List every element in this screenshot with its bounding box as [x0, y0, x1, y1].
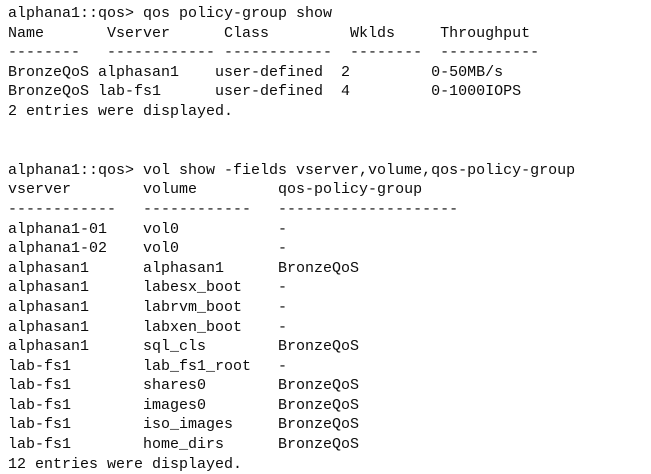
table-row: alphasan1 sql_cls BronzeQoS	[8, 338, 360, 356]
table-row: alphasan1 labesx_boot -	[8, 279, 288, 297]
table-row: lab-fs1 iso_images BronzeQoS	[8, 416, 360, 434]
table-row: lab-fs1 lab_fs1_root -	[8, 357, 288, 375]
table-row: alphasan1 labxen_boot -	[8, 318, 288, 336]
table-row: lab-fs1 images0 BronzeQoS	[8, 396, 360, 414]
command-line-vol-show-fields: alphana1::qos> vol show -fields vserver,…	[8, 161, 576, 179]
blank-line	[8, 141, 651, 161]
table-row: alphasan1 alphasan1 BronzeQoS	[8, 259, 360, 277]
table-row: BronzeQoS alphasan1 user-defined 2 0-50M…	[8, 63, 504, 81]
table-row: alphasan1 labrvm_boot -	[8, 298, 288, 316]
table-header-row: Name Vserver Class Wklds Throughput	[8, 24, 531, 42]
table-header-rule: -------- ------------ ------------ -----…	[8, 44, 540, 62]
table-header-rule: ------------ ------------ --------------…	[8, 200, 459, 218]
blank-line	[8, 122, 651, 142]
entries-summary: 2 entries were displayed.	[8, 102, 234, 120]
table-row: BronzeQoS lab-fs1 user-defined 4 0-1000I…	[8, 83, 522, 101]
table-header-row: vserver volume qos-policy-group	[8, 181, 423, 199]
table-row: alphana1-02 vol0 -	[8, 240, 288, 258]
entries-summary: 12 entries were displayed.	[8, 455, 243, 473]
command-line-qos-policy-group-show: alphana1::qos> qos policy-group show	[8, 5, 333, 22]
table-row: lab-fs1 shares0 BronzeQoS	[8, 377, 360, 395]
table-row: alphana1-01 vol0 -	[8, 220, 288, 238]
